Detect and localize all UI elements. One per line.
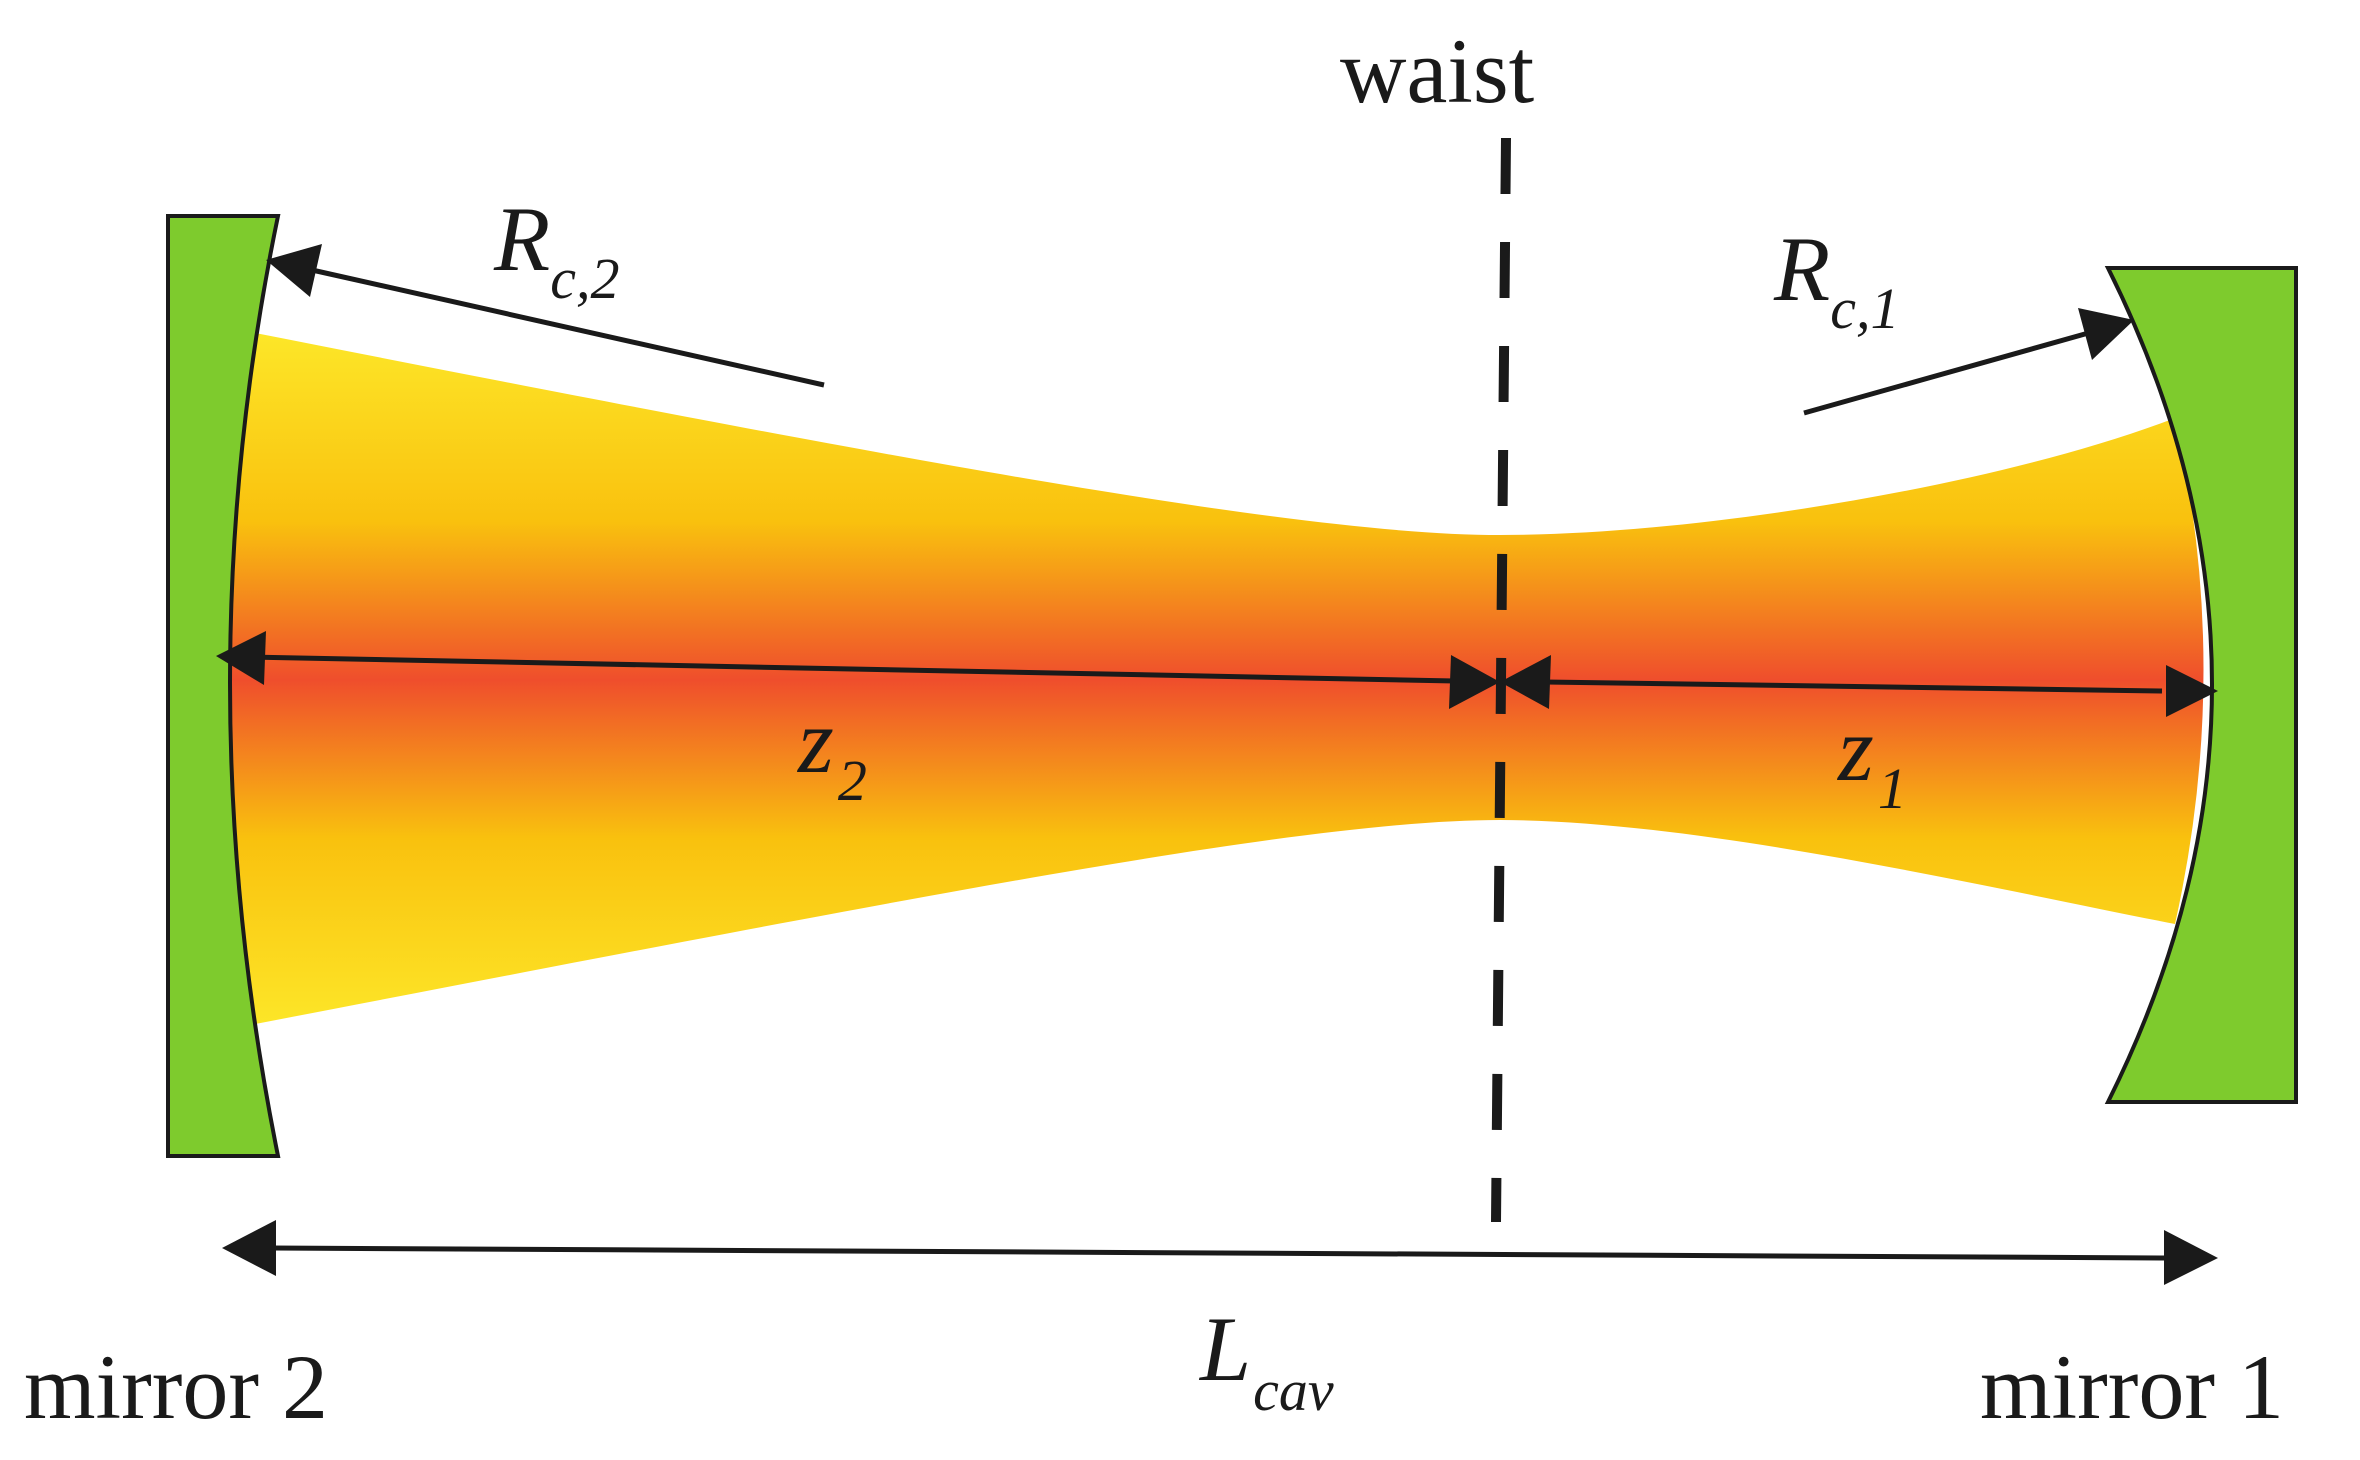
z2-label: z2: [796, 690, 867, 813]
mirror-2-label: mirror 2: [24, 1336, 328, 1438]
z1-arrowhead-right: [2166, 665, 2218, 717]
rc1-label: Rc,1: [1773, 218, 1899, 341]
waist-line: [1491, 137, 1511, 1223]
mirror-1-label: mirror 1: [1980, 1336, 2284, 1438]
z2-arrowhead-left: [216, 631, 266, 685]
lcav-arrowhead-right: [2164, 1230, 2218, 1285]
rc1-arrow-line: [1803, 329, 2093, 416]
rc2-label: Rc,2: [493, 188, 619, 311]
lcav-arrowhead-left: [222, 1220, 276, 1276]
rc2-arrowhead: [266, 244, 322, 297]
lcav-arrow-line: [271, 1245, 2169, 1261]
z1-arrowhead-left: [1500, 655, 1551, 709]
mirror-2-shape: [166, 214, 281, 1158]
rc1-arrowhead: [2078, 308, 2134, 360]
mirror-1-shape: [2104, 266, 2298, 1104]
z1-arrow-line: [1544, 679, 2163, 694]
waist-label: waist: [1340, 20, 1535, 122]
z1-label: z1: [1836, 698, 1907, 821]
z2-arrow-line: [249, 654, 1456, 684]
rc2-arrow-line: [311, 267, 825, 388]
lcav-label: Lcav: [1198, 1298, 1334, 1423]
z2-arrowhead-right: [1449, 655, 1500, 709]
